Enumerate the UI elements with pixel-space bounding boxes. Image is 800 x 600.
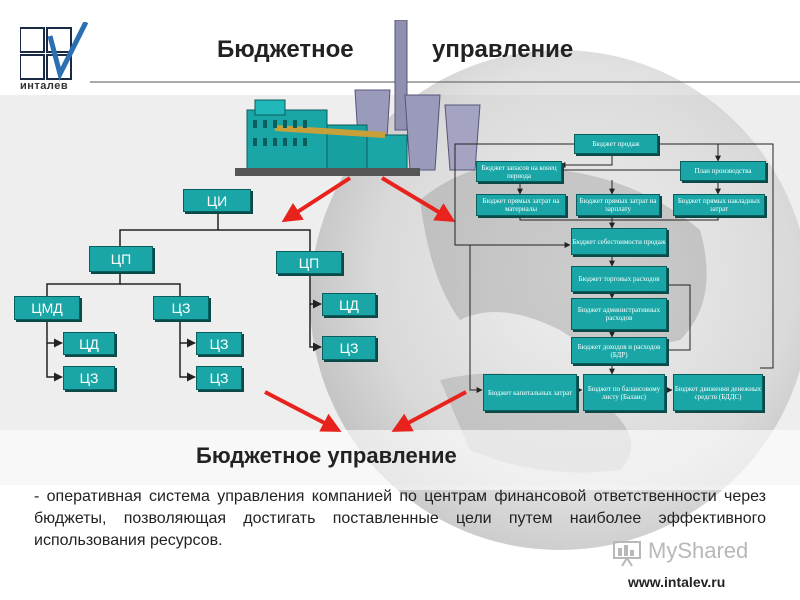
- budget-admin: Бюджет административных расходов: [571, 298, 667, 330]
- budget-cashflow: Бюджет движения денежных средств (БДДС): [673, 374, 763, 411]
- budget-sales: Бюджет продаж: [574, 134, 658, 154]
- center-cp-right: ЦП: [276, 251, 342, 274]
- presentation-icon: [613, 541, 641, 567]
- description-text: - оперативная система управления компани…: [34, 488, 766, 549]
- center-cd-a: ЦД: [63, 332, 115, 355]
- factory-illustration: [235, 20, 481, 176]
- page-title-left: Бюджетное: [217, 36, 354, 63]
- budget-capex: Бюджет капитальных затрат: [483, 374, 577, 411]
- logo-text: инталев: [20, 80, 69, 92]
- center-cz-a: ЦЗ: [63, 366, 115, 390]
- center-cz-r: ЦЗ: [322, 336, 376, 360]
- budget-cost-of-sales: Бюджет себестоимости продаж: [571, 228, 667, 255]
- center-cz-b2: ЦЗ: [196, 366, 242, 390]
- budget-salary: Бюджет прямых затрат на зарплату: [576, 194, 660, 216]
- intalev-logo: [20, 22, 89, 82]
- budget-materials: Бюджет прямых затрат на материалы: [476, 194, 566, 216]
- budget-bdr: Бюджет доходов и расходов (БДР): [571, 337, 667, 364]
- budget-commercial: Бюджет торговых расходов: [571, 266, 667, 292]
- budget-balance: Бюджет по балансовому листу (Баланс): [583, 374, 665, 411]
- center-cd-r: ЦД: [322, 293, 376, 316]
- site-url[interactable]: www.intalev.ru: [628, 574, 726, 590]
- watermark-text: MyShared: [648, 538, 749, 563]
- center-cz-b1: ЦЗ: [196, 332, 242, 355]
- budget-overhead: Бюджет прямых накладных затрат: [673, 194, 765, 216]
- center-cz-mid: ЦЗ: [153, 296, 209, 320]
- budget-stock: Бюджет запасов на конец периода: [476, 161, 562, 182]
- page-title-right: управление: [432, 36, 574, 63]
- center-ci: ЦИ: [183, 189, 251, 212]
- section-subtitle: Бюджетное управление: [196, 443, 457, 468]
- center-cmd: ЦМД: [14, 296, 80, 320]
- center-cp-left: ЦП: [89, 246, 153, 272]
- budget-production-plan: План производства: [680, 161, 766, 181]
